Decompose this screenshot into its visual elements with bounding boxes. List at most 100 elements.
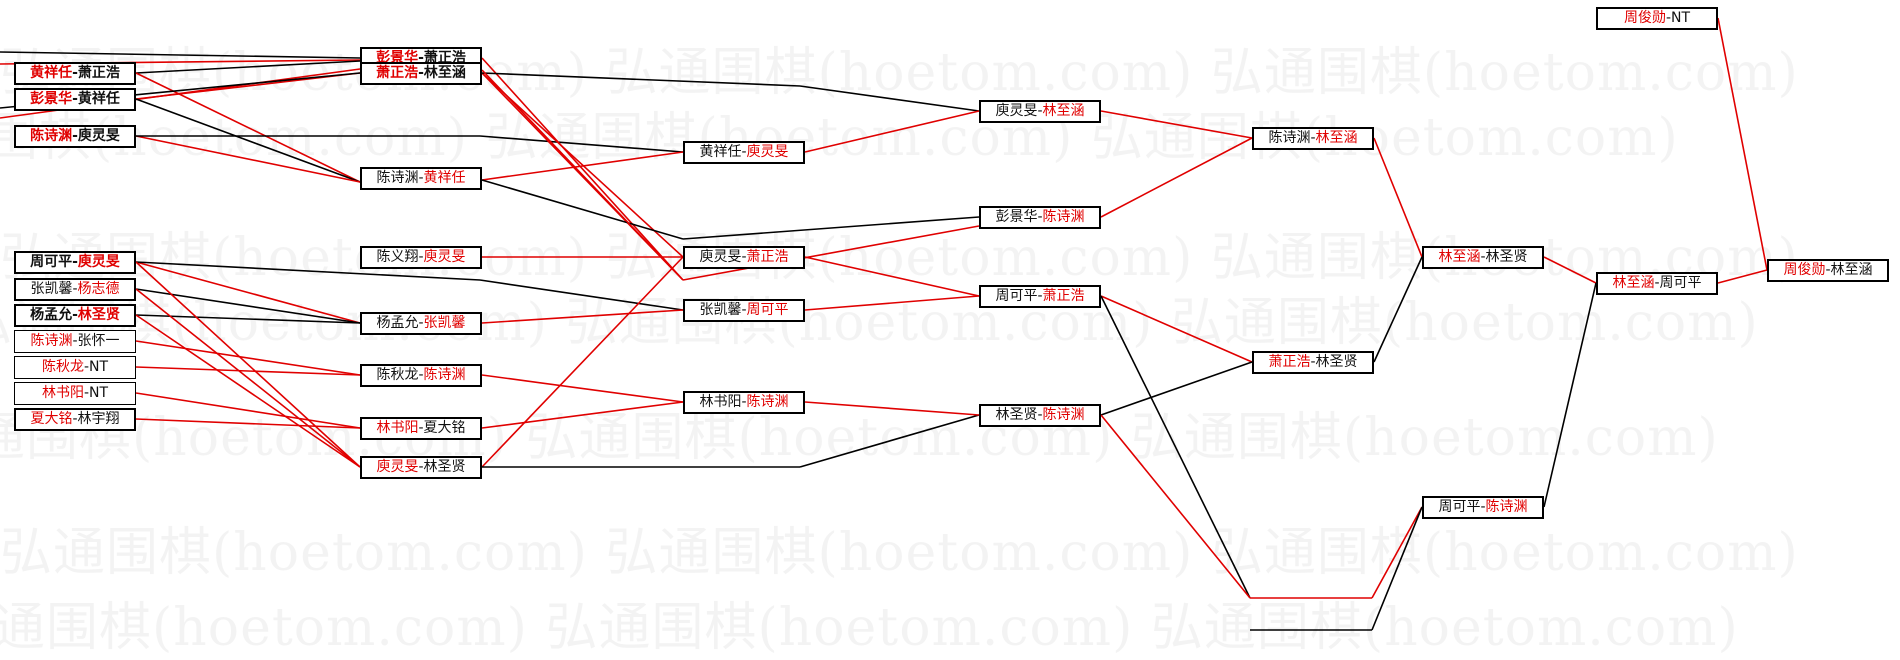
separator: -: [1310, 130, 1316, 146]
separator: -: [72, 65, 78, 81]
separator: -: [72, 411, 78, 427]
bracket-connector: [135, 261, 481, 281]
match-box[interactable]: 陈诗渊-林至涵: [1252, 127, 1374, 150]
player-name: 张凯馨: [699, 302, 742, 318]
match-box[interactable]: 杨孟允-张凯馨: [360, 312, 482, 335]
match-box[interactable]: 杨孟允-林圣贤: [14, 304, 136, 327]
player-name: 周俊勋: [1783, 262, 1826, 278]
separator: -: [741, 249, 747, 265]
player-name: 张凯馨: [30, 281, 73, 297]
player-name: 林至涵: [1042, 103, 1085, 119]
match-box[interactable]: 林圣贤-陈诗渊: [979, 404, 1101, 427]
match-box[interactable]: 林书阳-NT: [14, 382, 136, 405]
separator: -: [72, 128, 78, 144]
separator: -: [1480, 499, 1486, 515]
match-box[interactable]: 彭景华-黄祥任: [14, 88, 136, 111]
player-name: 林至涵: [423, 65, 466, 81]
player-name: 周可平: [746, 302, 789, 318]
match-box[interactable]: 陈诗渊-庾灵旻: [14, 125, 136, 148]
match-box[interactable]: 张凯馨-杨志德: [14, 278, 136, 301]
player-name: 杨孟允: [30, 307, 73, 323]
bracket-connector: [0, 51, 361, 59]
player-name: NT: [1671, 10, 1691, 26]
player-name: 陈诗渊: [1042, 407, 1085, 423]
separator: -: [418, 367, 424, 383]
player-name: 林至涵: [1315, 130, 1358, 146]
separator: -: [418, 420, 424, 436]
match-box[interactable]: 陈秋龙-NT: [14, 356, 136, 379]
match-box[interactable]: 庾灵旻-萧正浩: [683, 246, 805, 269]
match-box[interactable]: 庾灵旻-林圣贤: [360, 456, 482, 479]
separator: -: [1480, 249, 1486, 265]
bracket-connector: [1543, 282, 1597, 508]
player-name: 林宇翔: [77, 411, 120, 427]
bracket-connector: [1717, 269, 1768, 284]
match-box[interactable]: 夏大铭-林宇翔: [14, 408, 136, 431]
player-name: 林圣贤: [423, 459, 466, 475]
match-box[interactable]: 黄祥任-萧正浩: [14, 62, 136, 85]
player-name: 黄祥任: [423, 170, 466, 186]
bracket-connector: [135, 392, 361, 429]
player-name: 林书阳: [699, 394, 742, 410]
match-box[interactable]: 周可平-庾灵旻: [14, 251, 136, 274]
match-box[interactable]: 林书阳-陈诗渊: [683, 391, 805, 414]
match-box[interactable]: 林至涵-林圣贤: [1422, 246, 1544, 269]
player-name: 杨孟允: [376, 315, 419, 331]
match-box[interactable]: 萧正浩-林至涵: [360, 62, 482, 85]
bracket-connector: [1717, 17, 1768, 271]
match-box[interactable]: 彭景华-陈诗渊: [979, 206, 1101, 229]
match-box[interactable]: 张凯馨-周可平: [683, 299, 805, 322]
bracket-connector: [481, 72, 801, 87]
bracket-connector: [1100, 414, 1251, 599]
player-name: 陈秋龙: [41, 359, 84, 375]
match-box[interactable]: 萧正浩-林圣贤: [1252, 351, 1374, 374]
player-name: NT: [89, 359, 109, 375]
bracket-connector: [1543, 256, 1597, 284]
match-box[interactable]: 陈义翔-庾灵旻: [360, 246, 482, 269]
bracket-connector: [481, 179, 684, 240]
bracket-connector: [135, 314, 361, 468]
match-box[interactable]: 周俊勋-林至涵: [1767, 259, 1889, 282]
match-box[interactable]: 林至涵-周可平: [1596, 272, 1718, 295]
bracket-connector: [481, 256, 684, 468]
separator: -: [1037, 209, 1043, 225]
player-name: 陈诗渊: [1485, 499, 1528, 515]
bracket-connector: [682, 216, 980, 240]
separator: -: [741, 394, 747, 410]
match-box[interactable]: 陈诗渊-张怀一: [14, 330, 136, 353]
separator: -: [418, 50, 424, 66]
separator: -: [72, 281, 78, 297]
bracket-connector: [481, 72, 684, 258]
separator: -: [1825, 262, 1831, 278]
separator: -: [1037, 103, 1043, 119]
match-box[interactable]: 陈诗渊-黄祥任: [360, 167, 482, 190]
match-box[interactable]: 陈秋龙-陈诗渊: [360, 364, 482, 387]
player-name: 林圣贤: [77, 307, 120, 323]
player-name: 黄祥任: [77, 91, 120, 107]
match-box[interactable]: 周可平-萧正浩: [979, 285, 1101, 308]
player-name: 彭景华: [30, 91, 73, 107]
separator: -: [1665, 10, 1672, 26]
match-box[interactable]: 周俊勋-NT: [1596, 7, 1718, 30]
player-name: 庾灵旻: [699, 249, 742, 265]
player-name: 陈诗渊: [1268, 130, 1311, 146]
player-name: 庾灵旻: [746, 144, 789, 160]
player-name: 林圣贤: [995, 407, 1038, 423]
player-name: 萧正浩: [376, 65, 419, 81]
player-name: 陈诗渊: [423, 367, 466, 383]
player-name: 陈义翔: [376, 249, 419, 265]
separator: -: [1310, 354, 1316, 370]
player-name: 林书阳: [376, 420, 419, 436]
match-box[interactable]: 林书阳-夏大铭: [360, 417, 482, 440]
separator: -: [72, 254, 78, 270]
bracket-connector: [1371, 506, 1423, 631]
bracket-connector: [804, 256, 980, 297]
match-box[interactable]: 庾灵旻-林至涵: [979, 100, 1101, 123]
match-box[interactable]: 黄祥任-庾灵旻: [683, 141, 805, 164]
bracket-connector: [135, 60, 361, 74]
player-name: 庾灵旻: [376, 459, 419, 475]
match-box[interactable]: 周可平-陈诗渊: [1422, 496, 1544, 519]
bracket-connector: [135, 72, 361, 183]
player-name: 林至涵: [1830, 262, 1873, 278]
player-name: 萧正浩: [1042, 288, 1085, 304]
